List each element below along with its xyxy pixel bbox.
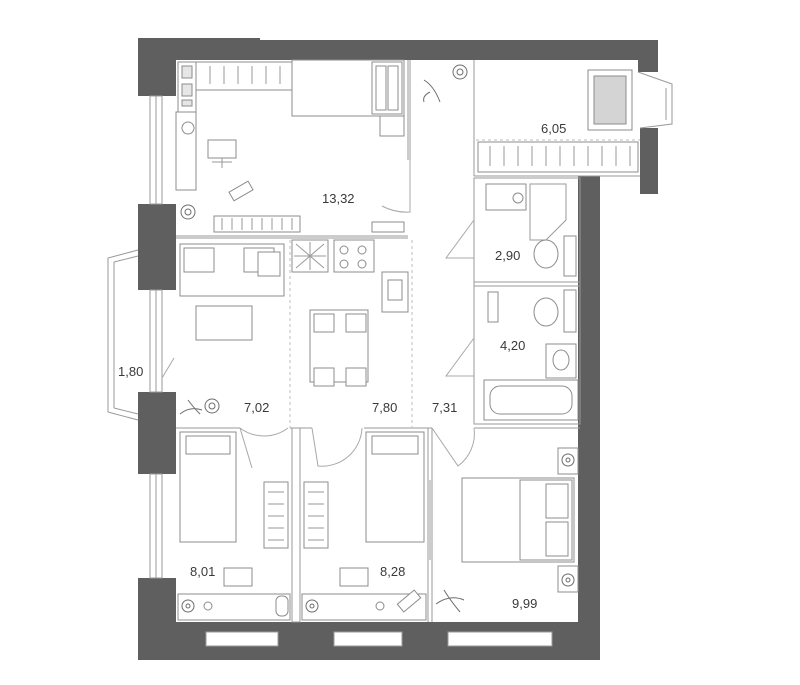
toilet-icon bbox=[533, 239, 559, 269]
wall-top bbox=[250, 40, 658, 60]
area-label-bathroom-small: 2,90 bbox=[495, 248, 520, 263]
laundry-rack bbox=[563, 235, 577, 277]
wall-right-1 bbox=[640, 128, 658, 194]
desk-chair bbox=[207, 139, 237, 159]
wardrobe-top bbox=[195, 61, 293, 91]
skateboard-icon bbox=[275, 595, 289, 617]
kids-room-left-furniture bbox=[177, 431, 291, 621]
area-label-kids-room-left: 8,01 bbox=[190, 564, 215, 579]
toy-car-icon bbox=[396, 589, 422, 613]
plant-icon bbox=[305, 599, 319, 613]
bedroom-top-furniture bbox=[175, 59, 405, 233]
area-label-hallway: 7,31 bbox=[432, 400, 457, 415]
nightstand bbox=[557, 447, 579, 475]
toy-car-icon bbox=[228, 180, 254, 202]
windows bbox=[149, 95, 553, 647]
shelf bbox=[487, 291, 499, 323]
wall-left-3 bbox=[138, 392, 176, 474]
area-label-bedroom-top: 13,32 bbox=[322, 191, 355, 206]
area-label-bathroom: 4,20 bbox=[500, 338, 525, 353]
towel-rail bbox=[563, 289, 577, 333]
wardrobe-left bbox=[263, 481, 289, 549]
bathroom-small-furniture bbox=[485, 183, 577, 277]
wall-top-right-pier bbox=[638, 40, 658, 72]
wall-left-2 bbox=[138, 204, 176, 290]
coffee-table bbox=[195, 305, 253, 341]
plant-icon bbox=[180, 204, 196, 220]
window-bottom-2 bbox=[333, 631, 403, 647]
kitchen-furniture bbox=[291, 239, 409, 387]
area-label-balcony: 1,80 bbox=[118, 364, 143, 379]
kids-room-right-furniture bbox=[275, 431, 427, 621]
bed-pillow bbox=[185, 435, 231, 455]
closet-rails bbox=[477, 141, 639, 173]
cushion bbox=[183, 247, 215, 273]
toilet-icon bbox=[533, 297, 559, 327]
bay-window bbox=[637, 71, 673, 129]
living-room-furniture bbox=[179, 243, 285, 415]
bed-pillow bbox=[371, 435, 419, 455]
radiator bbox=[213, 215, 301, 233]
bed-pillow bbox=[545, 483, 569, 519]
lamp-icon bbox=[181, 121, 195, 135]
sink-cabinet bbox=[529, 183, 567, 241]
plant-icon bbox=[179, 398, 220, 415]
area-label-living-room: 7,02 bbox=[244, 400, 269, 415]
desk-chair bbox=[223, 567, 253, 587]
plant-icon bbox=[435, 453, 575, 613]
balcony bbox=[107, 249, 139, 421]
nightstand bbox=[557, 565, 579, 593]
desk bbox=[177, 593, 291, 621]
area-label-kids-room-right: 8,28 bbox=[380, 564, 405, 579]
wall-right-2 bbox=[578, 176, 600, 660]
wall-left-1 bbox=[138, 38, 176, 96]
doors bbox=[161, 160, 475, 560]
wardrobe-right bbox=[303, 481, 329, 549]
window-bottom-3 bbox=[447, 631, 553, 647]
bed-pillow-top bbox=[375, 65, 387, 111]
master-bedroom-furniture bbox=[435, 447, 579, 613]
plant-icon bbox=[423, 64, 468, 103]
bathroom-furniture bbox=[483, 289, 579, 421]
desk-chair bbox=[339, 567, 369, 587]
nightstand bbox=[379, 115, 405, 137]
plant-icon bbox=[181, 599, 195, 613]
area-label-wardrobe: 6,05 bbox=[541, 121, 566, 136]
interior-walls bbox=[176, 60, 640, 623]
wardrobe-furniture bbox=[423, 64, 639, 173]
area-label-kitchen: 7,80 bbox=[372, 400, 397, 415]
window-bottom-1 bbox=[205, 631, 279, 647]
stove bbox=[333, 239, 375, 273]
area-label-master-bedroom: 9,99 bbox=[512, 596, 537, 611]
chair bbox=[313, 313, 335, 333]
area-labels: 13,32 6,05 2,90 4,20 1,80 7,02 7,80 7,31… bbox=[118, 121, 566, 611]
